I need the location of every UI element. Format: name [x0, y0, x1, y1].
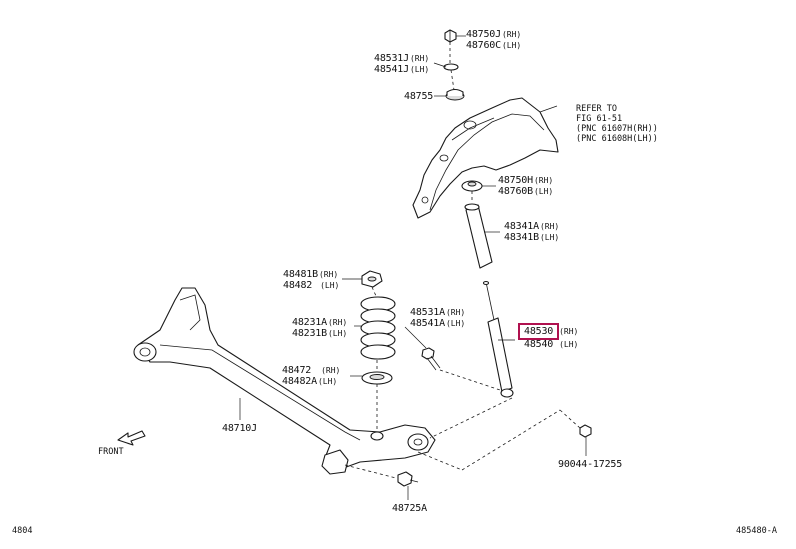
- part-number: 48341A: [504, 221, 539, 232]
- label-48341a: 48341A(RH): [504, 222, 559, 232]
- bump-stopper: [361, 270, 383, 288]
- side: (LH): [533, 187, 554, 196]
- refer-note: REFER TO FIG 61-51 (PNC 61607H(RH)) (PNC…: [576, 104, 658, 144]
- label-48540: 48540 (LH): [524, 340, 578, 350]
- front-label: FRONT: [98, 447, 124, 457]
- shock-absorber: [482, 280, 514, 398]
- part-number: 48760B: [498, 186, 533, 197]
- upper-nut: [444, 29, 457, 43]
- part-number: 48231A: [292, 317, 327, 328]
- side: (LH): [445, 319, 466, 328]
- label-48750h: 48750H(RH): [498, 176, 553, 186]
- side: (RH): [559, 327, 579, 336]
- label-48531a: 48531A(RH): [410, 308, 465, 318]
- side: (LH): [317, 377, 338, 386]
- part-number: 48540: [524, 339, 554, 350]
- label-48760b: 48760B(LH): [498, 187, 553, 197]
- label-90044: 90044-17255: [558, 460, 622, 470]
- label-48710j: 48710J: [222, 424, 257, 434]
- label-48725a: 48725A: [392, 504, 427, 514]
- leader-lines: [239, 35, 587, 500]
- label-48482: 48482 (LH): [283, 281, 339, 291]
- part-number: 48760C: [466, 40, 501, 51]
- part-number: 48472: [282, 365, 312, 376]
- side: (RH): [501, 30, 522, 39]
- side: (RH): [445, 308, 466, 317]
- part-number: 48531A: [410, 307, 445, 318]
- label-48541a: 48541A(LH): [410, 319, 465, 329]
- side: (RH): [321, 366, 341, 375]
- axle-bolt: [397, 471, 419, 487]
- footer-left: 4804: [12, 526, 33, 536]
- side: (RH): [327, 318, 348, 327]
- part-number: 48725A: [392, 503, 427, 514]
- part-number: 48750J: [466, 29, 501, 40]
- side: (LH): [501, 41, 522, 50]
- shock-bolt: [421, 347, 441, 371]
- lower-spring-seat: [361, 371, 393, 385]
- part-number: 48531J: [374, 53, 409, 64]
- label-48755: 48755: [404, 92, 433, 102]
- refer-line-4: (PNC 61608H(LH)): [576, 134, 658, 144]
- refer-line-3: (PNC 61607H(RH)): [576, 124, 658, 134]
- side: (RH): [318, 270, 339, 279]
- part-number: 48530: [524, 326, 554, 337]
- footer-right: 485480-A: [736, 526, 777, 536]
- part-number: 48755: [404, 91, 434, 102]
- refer-line-2: FIG 61-51: [576, 114, 623, 124]
- part-number: 48341B: [504, 232, 539, 243]
- lower-nut: [579, 424, 592, 438]
- part-number: 48481B: [283, 269, 318, 280]
- upper-seat: [461, 180, 483, 192]
- label-48750j: 48750J(RH): [466, 30, 521, 40]
- side: (LH): [559, 340, 579, 349]
- part-number: 48231B: [292, 328, 327, 339]
- side: (LH): [320, 281, 340, 290]
- shock-mount: [445, 88, 465, 101]
- label-48341b: 48341B(LH): [504, 233, 559, 243]
- side: (RH): [409, 54, 430, 63]
- side: (LH): [539, 233, 560, 242]
- part-number: 90044-17255: [558, 459, 623, 470]
- side: (LH): [327, 329, 348, 338]
- label-48482a: 48482A(LH): [282, 377, 337, 387]
- label-48472: 48472 (RH): [282, 366, 340, 376]
- part-number: 48482: [283, 280, 313, 291]
- refer-line-1: REFER TO: [576, 104, 617, 114]
- label-48231a: 48231A(RH): [292, 318, 347, 328]
- label-48760c: 48760C(LH): [466, 41, 521, 51]
- label-48531j: 48531J(RH): [374, 54, 429, 64]
- highlight-box-48530: [518, 323, 559, 340]
- dust-boot: [464, 203, 493, 269]
- upper-washer: [443, 63, 459, 71]
- label-48481b: 48481B(RH): [283, 270, 338, 280]
- side: (RH): [533, 176, 554, 185]
- label-48530[interactable]: 48530 (RH): [524, 327, 578, 337]
- inner-fender-panel: [412, 97, 559, 219]
- front-arrow-icon: [117, 430, 146, 446]
- label-48541j: 48541J(LH): [374, 65, 429, 75]
- part-number: 48541A: [410, 318, 445, 329]
- part-number: 48541J: [374, 64, 409, 75]
- side: (LH): [409, 65, 430, 74]
- part-number: 48482A: [282, 376, 317, 387]
- coil-spring: [360, 296, 396, 360]
- label-48231b: 48231B(LH): [292, 329, 347, 339]
- rear-axle-beam: [133, 287, 436, 475]
- part-number: 48710J: [222, 423, 257, 434]
- part-number: 48750H: [498, 175, 533, 186]
- side: (RH): [539, 222, 560, 231]
